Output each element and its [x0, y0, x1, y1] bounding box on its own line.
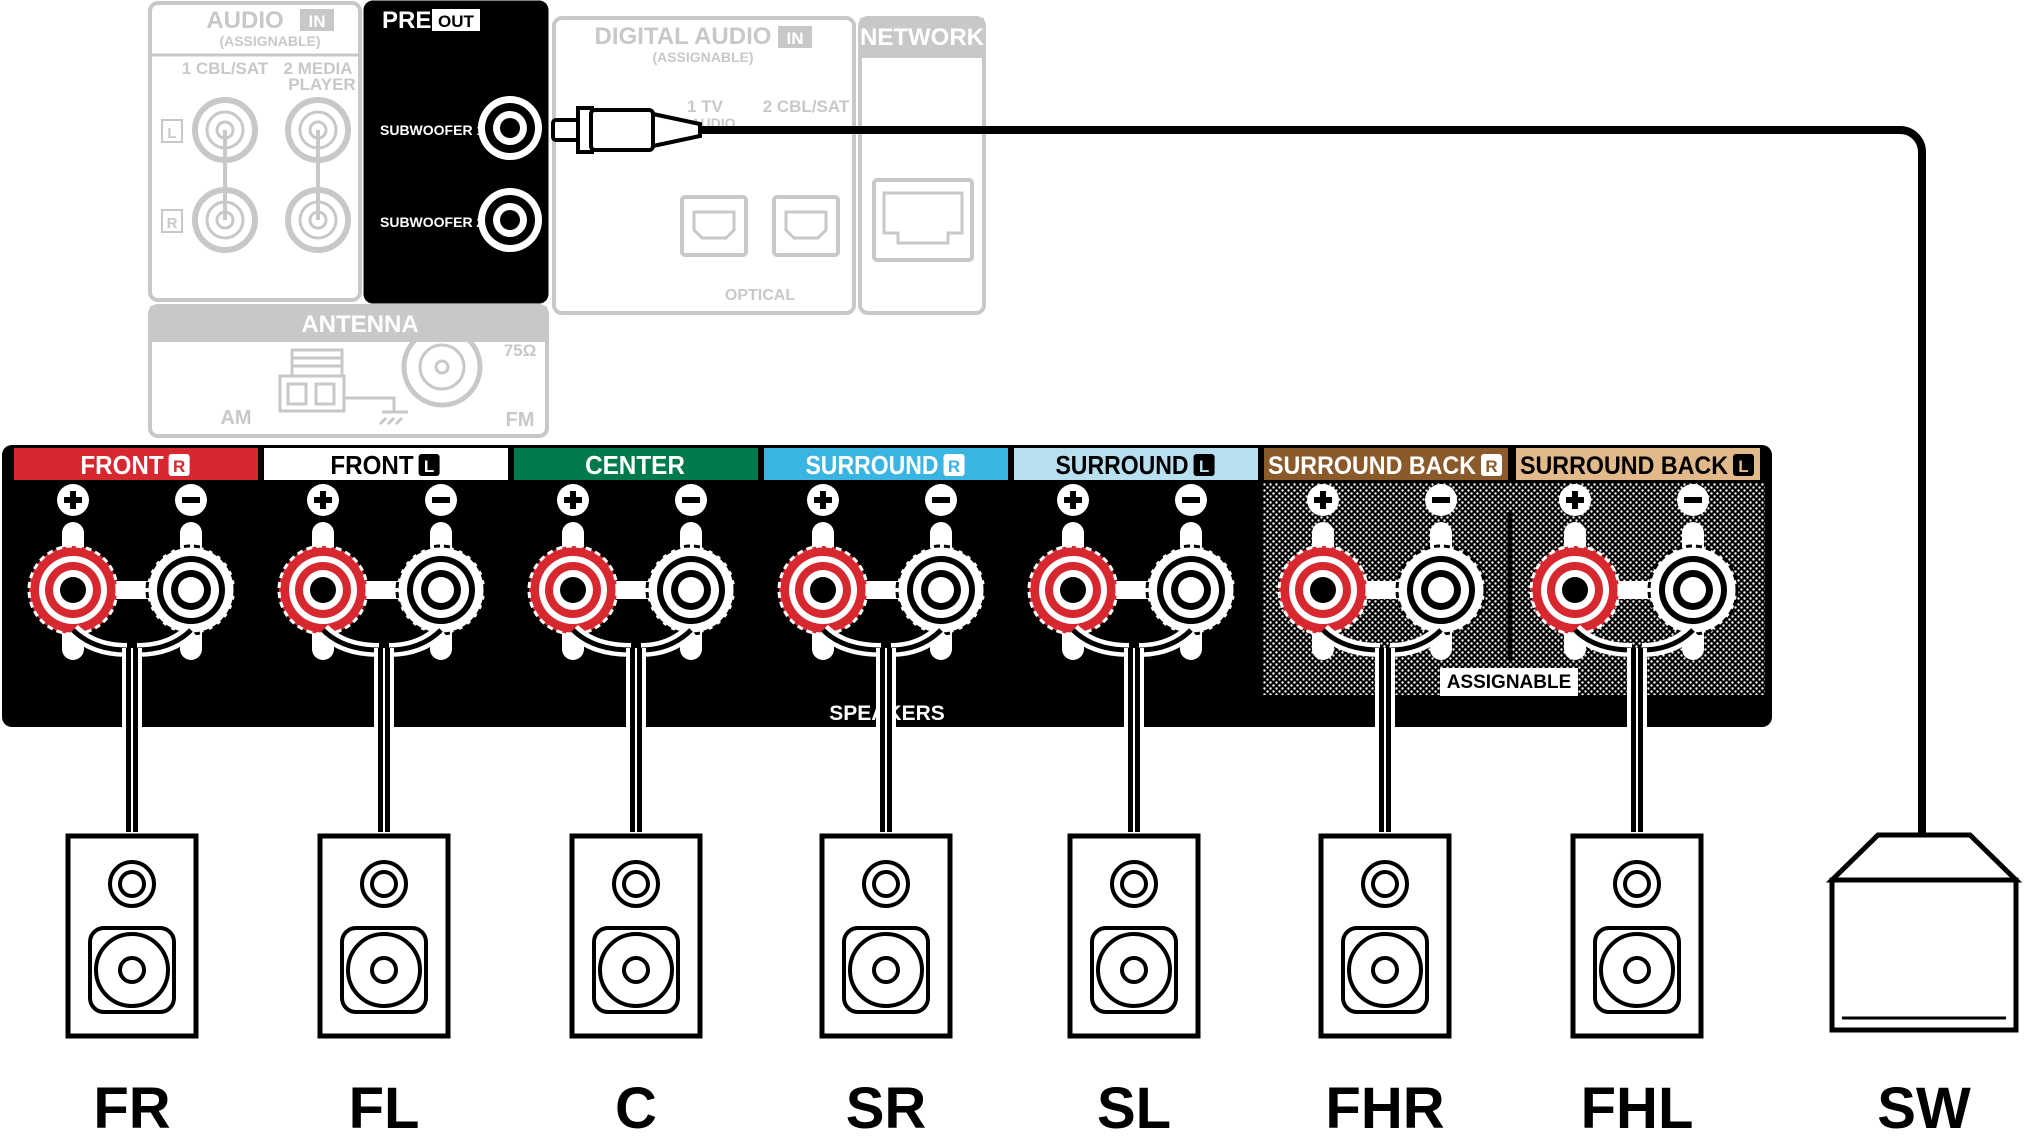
optical-label: OPTICAL: [725, 287, 795, 304]
rca-jack-icon[interactable]: [285, 97, 351, 163]
fm-jack-icon[interactable]: [401, 326, 483, 408]
pre-out-badge: OUT: [438, 12, 475, 31]
speaker-icon: [1570, 833, 1704, 1039]
speaker-label: FL: [349, 1076, 420, 1140]
audio-in-col2b: PLAYER: [288, 75, 355, 94]
channel-label: SURROUND BACK: [1268, 452, 1476, 480]
digital-audio-panel: DIGITAL AUDIO IN (ASSIGNABLE) 1 TV AUDIO…: [552, 16, 856, 315]
audio-in-panel: AUDIO IN (ASSIGNABLE) 1 CBL/SAT 2 MEDIA …: [148, 1, 362, 302]
speaker-icon: [1318, 833, 1452, 1039]
subwoofer1-jack-icon[interactable]: [478, 96, 542, 160]
pre-out-title: PRE: [382, 7, 431, 34]
channel-header: [1516, 448, 1760, 480]
channel-header: [514, 448, 758, 480]
subwoofer2-jack-icon[interactable]: [478, 188, 542, 252]
audio-in-row-r: R: [167, 215, 178, 232]
speaker-label: SL: [1097, 1076, 1171, 1140]
channel-fl: FRONT L FL: [264, 448, 508, 1140]
channel-badge-box: [418, 454, 440, 476]
digital-audio-badge: IN: [787, 29, 804, 48]
channel-header: [14, 448, 258, 480]
antenna-ohm: 75Ω: [504, 341, 537, 360]
antenna-am: AM: [220, 407, 251, 429]
antenna-title: ANTENNA: [301, 311, 418, 338]
subwoofer-label: SW: [1877, 1076, 1971, 1140]
channel-badge-box: [943, 454, 965, 476]
rca-jack-icon[interactable]: [192, 97, 258, 163]
speaker-label: FR: [93, 1076, 170, 1140]
channel-label: FRONT: [80, 450, 163, 480]
channel-sl: SURROUND L SL: [1014, 448, 1258, 1140]
channel-badge: R: [173, 457, 185, 476]
channel-badge: R: [1485, 457, 1497, 476]
channel-fr: FRONT R FR: [14, 448, 258, 1140]
channel-badge-box: [168, 454, 190, 476]
rca-jack-icon[interactable]: [192, 187, 258, 253]
channel-badge-box: [1193, 454, 1215, 476]
channel-badge-box: [1733, 454, 1754, 476]
rca-plug-icon: [551, 106, 702, 154]
channel-badge: L: [424, 457, 434, 476]
speaker-icon: [317, 833, 451, 1039]
digital-audio-col1: 1 TV: [687, 97, 724, 116]
network-title: NETWORK: [860, 24, 985, 51]
speaker-icon: [569, 833, 703, 1039]
digital-audio-sub: (ASSIGNABLE): [652, 49, 753, 65]
channel-badge-box: [1481, 454, 1502, 476]
audio-in-row-l: L: [167, 125, 176, 142]
channel-badge: R: [948, 457, 960, 476]
subwoofer-cable: [551, 106, 1926, 845]
speaker-icon: [1067, 833, 1201, 1039]
pre-out-panel: PRE OUT SUBWOOFER 1 SUBWOOFER 2: [363, 0, 549, 304]
channel-label: FRONT: [330, 450, 413, 480]
channel-badge: L: [1738, 457, 1748, 476]
audio-in-col2: 2 MEDIA: [284, 59, 353, 78]
audio-in-col1: 1 CBL/SAT: [182, 59, 269, 78]
antenna-fm: FM: [506, 409, 535, 431]
speaker-label: FHL: [1581, 1076, 1694, 1140]
antenna-panel: ANTENNA 75Ω AM FM: [148, 304, 549, 438]
audio-in-badge: IN: [309, 12, 326, 31]
channel-badge: L: [1199, 457, 1209, 476]
subwoofer1-label: SUBWOOFER 1: [380, 122, 484, 138]
optical-port-icon[interactable]: [680, 195, 748, 257]
channel-header: [1264, 448, 1508, 480]
audio-in-badge-box: [300, 9, 334, 31]
rca-jack-icon[interactable]: [285, 187, 351, 253]
audio-in-sub: (ASSIGNABLE): [219, 33, 320, 49]
network-panel: NETWORK: [858, 16, 986, 315]
digital-audio-title: DIGITAL AUDIO: [595, 23, 772, 50]
channel-header: [1014, 448, 1258, 480]
speaker-icon: [65, 833, 199, 1039]
channel-label: SURROUND BACK: [1520, 452, 1728, 480]
assignable-label: ASSIGNABLE: [1447, 672, 1572, 693]
audio-in-title: AUDIO: [206, 7, 283, 34]
subwoofer2-label: SUBWOOFER 2: [380, 214, 484, 230]
channel-c: CENTER C: [514, 448, 758, 1140]
speaker-label: FHR: [1325, 1076, 1444, 1140]
speaker-label: C: [615, 1076, 657, 1140]
channel-label: SURROUND: [1055, 450, 1188, 480]
digital-audio-col2: 2 CBL/SAT: [763, 97, 850, 116]
channel-sr: SURROUND R SR: [764, 448, 1008, 1140]
channel-fhr: SURROUND BACK R FHR: [1264, 448, 1508, 1140]
channel-label: CENTER: [585, 450, 685, 480]
ethernet-port-icon[interactable]: [872, 178, 974, 262]
subwoofer-icon: [1825, 832, 2023, 1033]
channel-header: [764, 448, 1008, 480]
channel-label: SURROUND: [805, 450, 938, 480]
speaker-icon: [819, 833, 953, 1039]
channel-fhl: SURROUND BACK L FHL: [1516, 448, 1760, 1140]
optical-port-icon[interactable]: [772, 195, 840, 257]
channel-header: [264, 448, 508, 480]
speaker-label: SR: [846, 1076, 927, 1140]
